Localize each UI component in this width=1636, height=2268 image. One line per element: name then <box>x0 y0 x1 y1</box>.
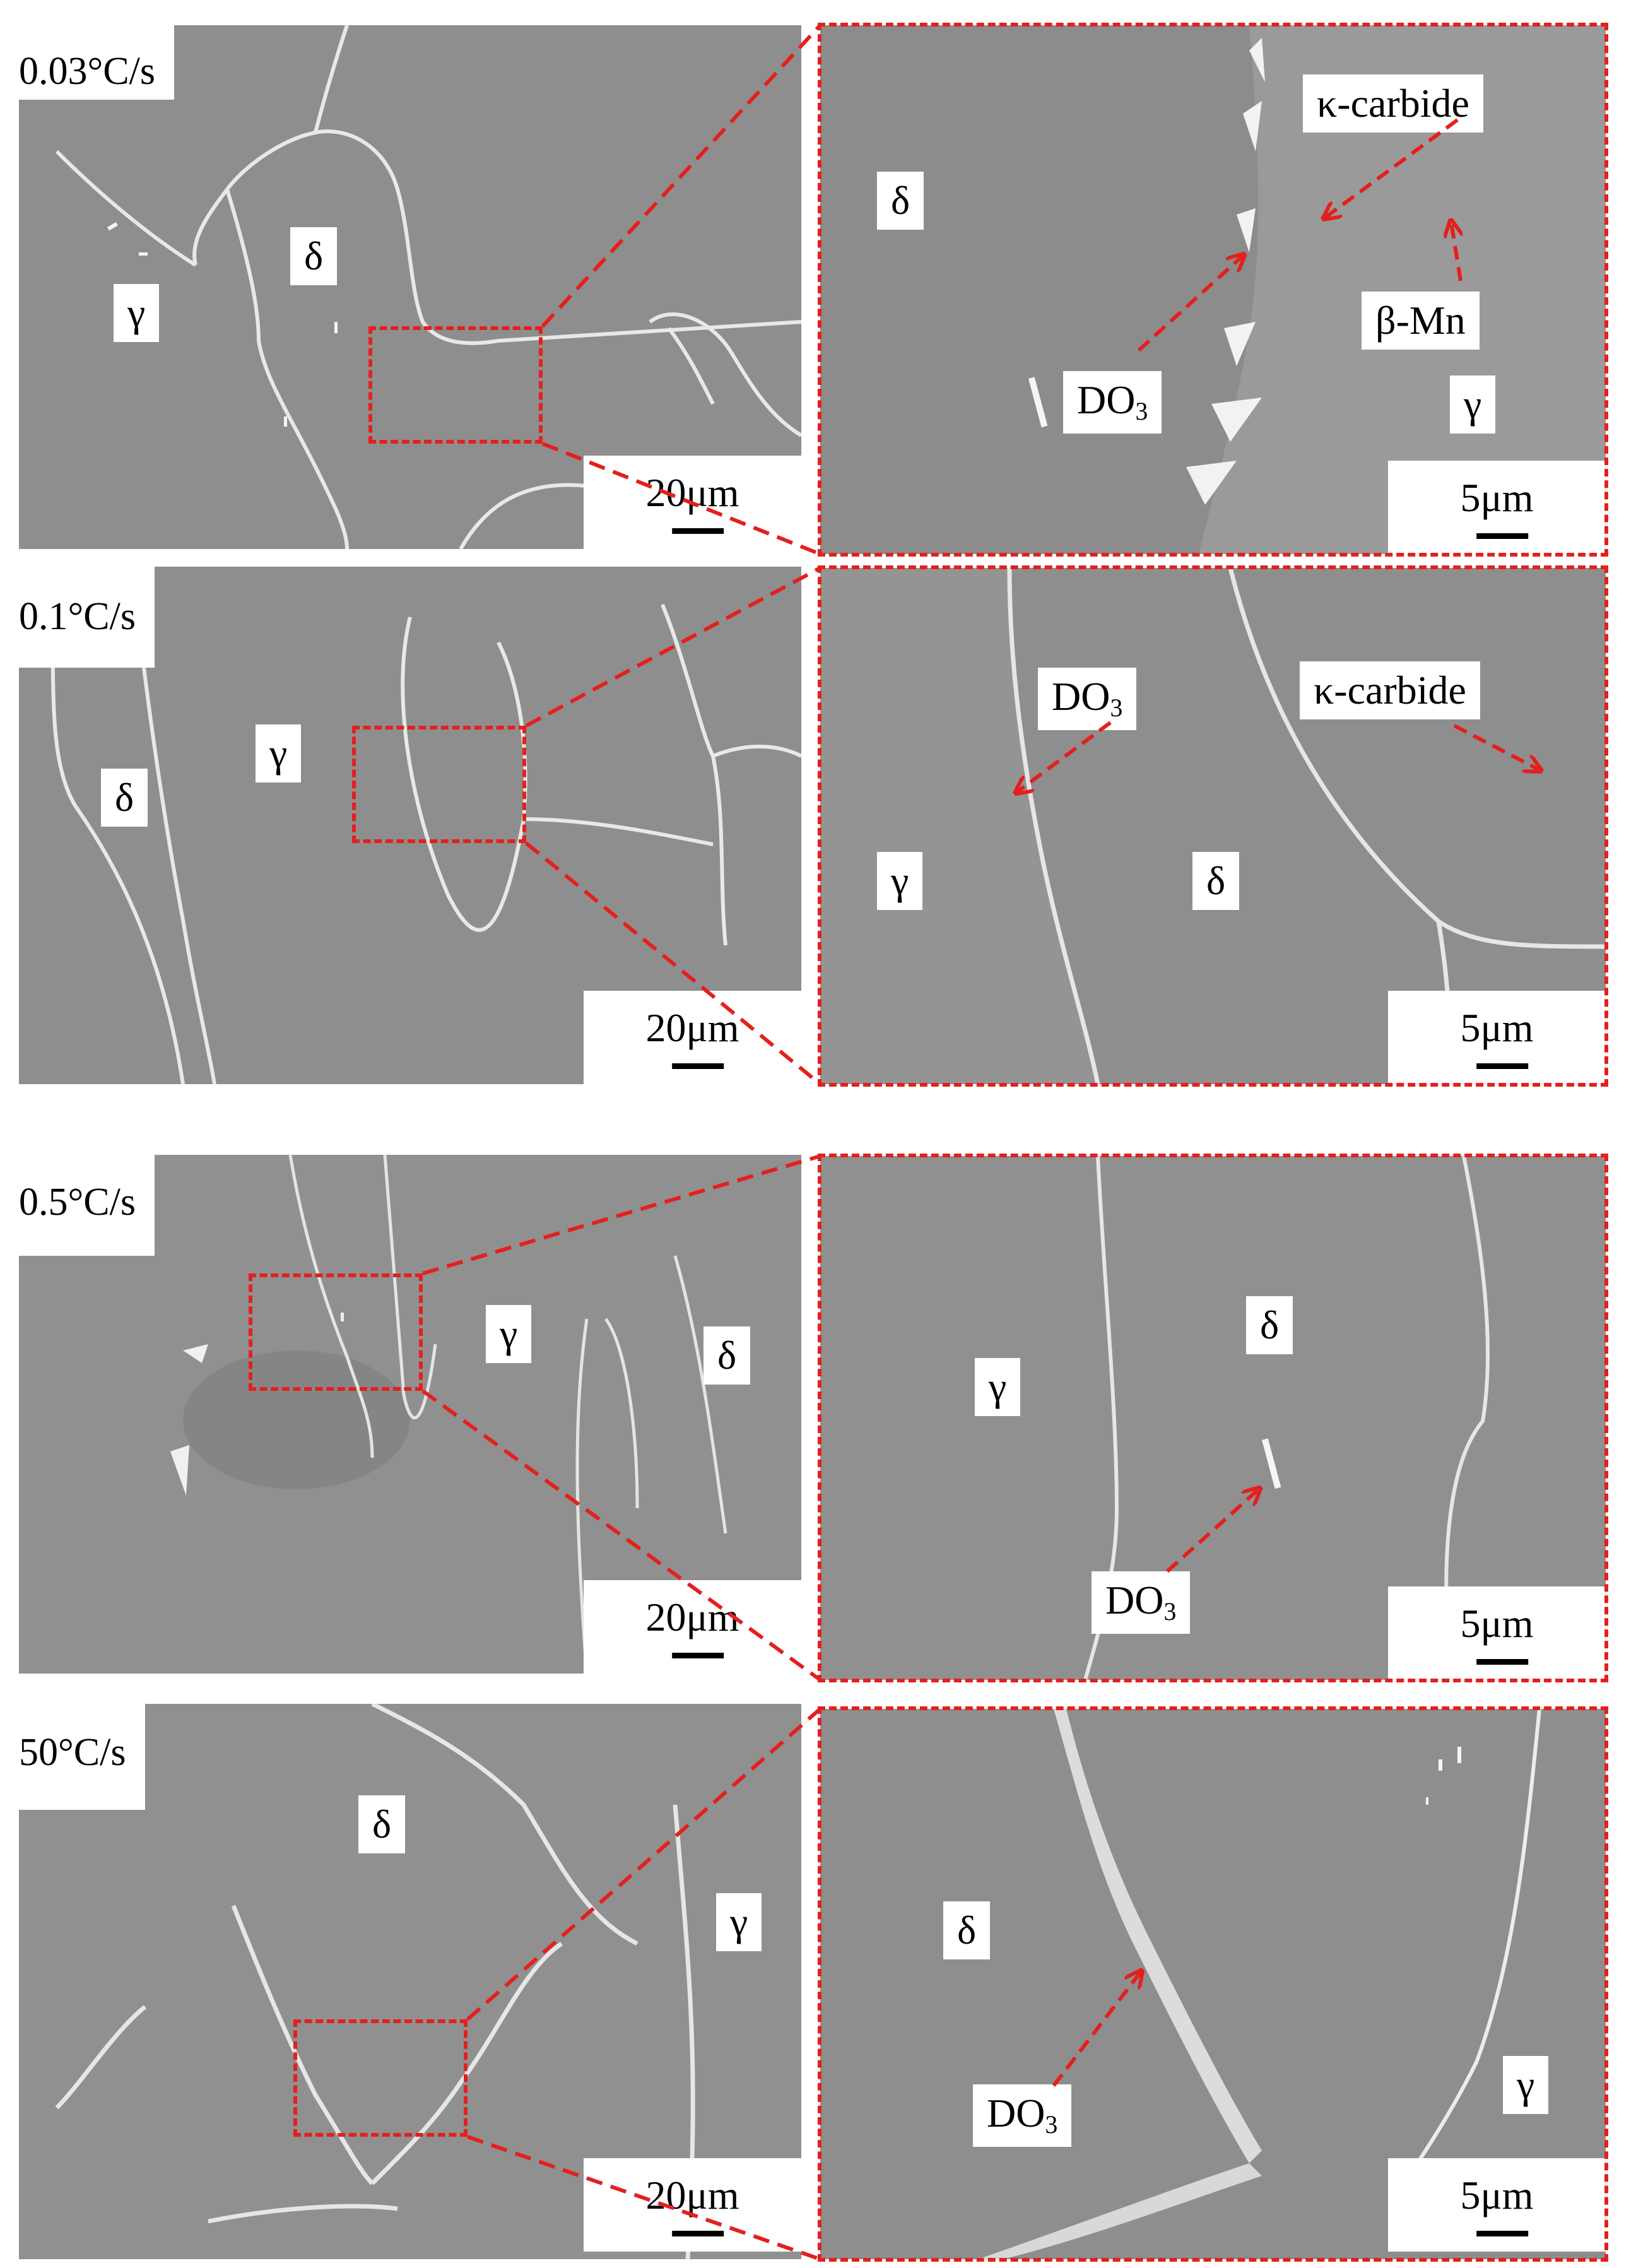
scale-text: 5μm <box>1460 475 1534 520</box>
label-do3: DO3 <box>1092 1571 1191 1634</box>
scale-line <box>671 2231 724 2236</box>
label-delta: δ <box>290 227 338 285</box>
label-delta: δ <box>943 1901 991 1959</box>
label-delta: δ <box>1192 852 1240 910</box>
selection-box <box>293 2019 468 2137</box>
label-gamma: γ <box>877 852 923 910</box>
scale-text: 20μm <box>645 1005 739 1050</box>
label-delta: δ <box>877 172 924 230</box>
label-gamma: γ <box>256 724 302 783</box>
scale-bar-low: 20μm <box>584 1580 801 1674</box>
selection-box <box>352 726 526 843</box>
label-delta: δ <box>101 769 148 827</box>
label-kappa-carbide: κ-carbide <box>1303 74 1483 133</box>
sem-high-mag-50: δ DO3 γ 5μm <box>820 1709 1606 2259</box>
label-gamma: γ <box>975 1358 1021 1416</box>
label-do3: DO3 <box>973 2084 1072 2147</box>
label-gamma: γ <box>114 284 160 342</box>
cooling-rate-label: 0.03°C/s <box>0 25 175 100</box>
scale-text: 5μm <box>1460 1601 1534 1646</box>
cooling-rate-label: 50°C/s <box>0 1704 145 1810</box>
do3-text: DO <box>987 2091 1045 2135</box>
label-gamma: γ <box>486 1305 532 1363</box>
scale-line <box>1476 1659 1528 1665</box>
label-delta: δ <box>358 1795 406 1853</box>
scale-bar-low: 20μm <box>584 991 801 1084</box>
label-do3: DO3 <box>1038 668 1137 730</box>
label-do3: DO3 <box>1063 371 1162 434</box>
scale-bar-low: 20μm <box>584 2158 801 2252</box>
do3-text: DO <box>1077 377 1136 422</box>
scale-bar-high: 5μm <box>1388 461 1606 554</box>
scale-bar-high: 5μm <box>1388 2158 1606 2252</box>
label-gamma: γ <box>1503 2056 1549 2114</box>
scale-text: 5μm <box>1460 2173 1534 2218</box>
selection-box <box>368 326 543 444</box>
scale-text: 20μm <box>645 470 739 515</box>
scale-line <box>1476 2231 1528 2236</box>
do3-subscript: 3 <box>1135 397 1148 425</box>
cooling-rate-label: 0.1°C/s <box>0 567 155 668</box>
scale-line <box>671 1653 724 1658</box>
scale-bar-low: 20μm <box>584 456 801 549</box>
scale-text: 20μm <box>645 1595 739 1639</box>
do3-text: DO <box>1105 1578 1164 1622</box>
label-delta: δ <box>703 1326 751 1385</box>
label-delta: δ <box>1246 1296 1293 1354</box>
scale-line <box>1476 533 1528 539</box>
label-beta-mn: β-Mn <box>1362 292 1480 350</box>
label-gamma: γ <box>1450 375 1496 434</box>
cooling-rate-label: 0.5°C/s <box>0 1155 155 1256</box>
do3-text: DO <box>1052 674 1110 719</box>
scale-text: 20μm <box>645 2173 739 2218</box>
sem-high-mag-0.03: δ κ-carbide β-Mn γ DO3 5μm <box>820 25 1606 554</box>
scale-bar-high: 5μm <box>1388 991 1606 1084</box>
scale-text: 5μm <box>1460 1005 1534 1050</box>
do3-subscript: 3 <box>1045 2110 1058 2139</box>
scale-line <box>671 528 724 534</box>
sem-high-mag-0.1: DO3 κ-carbide γ δ 5μm <box>820 568 1606 1084</box>
scale-line <box>671 1063 724 1069</box>
do3-subscript: 3 <box>1163 1597 1177 1626</box>
label-gamma: γ <box>716 1893 762 1951</box>
sem-low-mag-0.03: δ γ 20μm <box>19 25 801 549</box>
do3-subscript: 3 <box>1110 694 1123 722</box>
scale-line <box>1476 1063 1528 1069</box>
scale-bar-high: 5μm <box>1388 1586 1606 1680</box>
label-kappa-carbide: κ-carbide <box>1300 661 1480 719</box>
sem-high-mag-0.5: δ δ γ DO3 5μm <box>820 1156 1606 1680</box>
selection-box <box>249 1273 423 1391</box>
